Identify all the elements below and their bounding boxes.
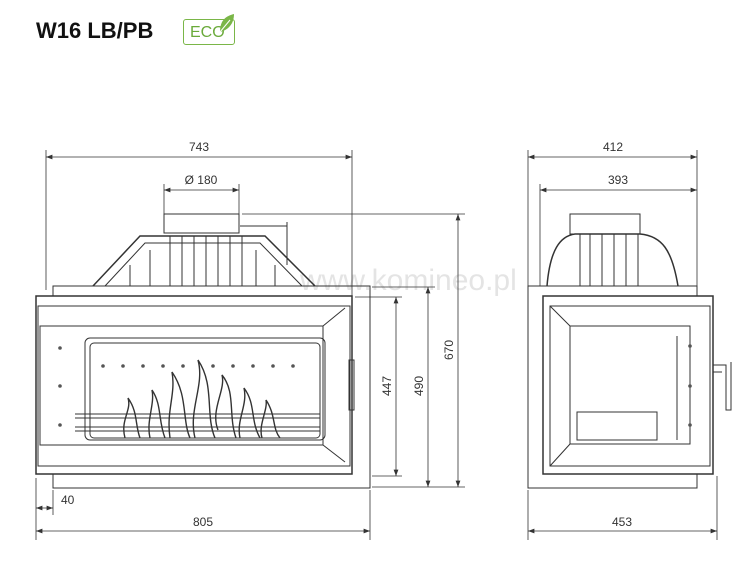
flue-outlet-side — [569, 213, 641, 235]
leaf-icon — [219, 14, 234, 33]
air-holes — [58, 346, 295, 427]
dim-depth-inner: 393 — [608, 173, 628, 187]
dim-width-bottom: 805 — [193, 515, 213, 529]
product-title: W16 LB/PB — [36, 18, 154, 43]
front-view — [35, 213, 371, 489]
hood-ribs — [129, 236, 276, 286]
flame-icon — [123, 359, 281, 439]
hood — [92, 235, 316, 287]
dim-height-total: 670 — [442, 340, 456, 360]
door-handle-side[interactable] — [713, 362, 732, 411]
watermark: www.komineo.pl — [299, 264, 517, 297]
dim-width-top: 743 — [189, 140, 209, 154]
door-frame-side — [542, 295, 714, 475]
dim-depth-outer: 412 — [603, 140, 623, 154]
dim-height-door: 447 — [380, 376, 394, 396]
glass — [84, 337, 326, 441]
door-handle[interactable] — [348, 359, 355, 411]
hood-ribs-side — [579, 234, 639, 286]
dim-depth-bottom: 453 — [612, 515, 632, 529]
side-view — [527, 213, 732, 489]
dim-frame-offset: 40 — [61, 493, 75, 507]
eco-badge: ECO — [183, 14, 235, 45]
dimension-lines — [35, 150, 718, 540]
eco-label: ECO — [190, 24, 225, 41]
flue-outlet — [163, 213, 240, 234]
door-frame — [35, 295, 353, 475]
grate — [75, 413, 320, 432]
dim-flue-diameter: Ø 180 — [185, 173, 218, 187]
dim-height-body: 490 — [412, 376, 426, 396]
hood-side — [546, 233, 679, 287]
